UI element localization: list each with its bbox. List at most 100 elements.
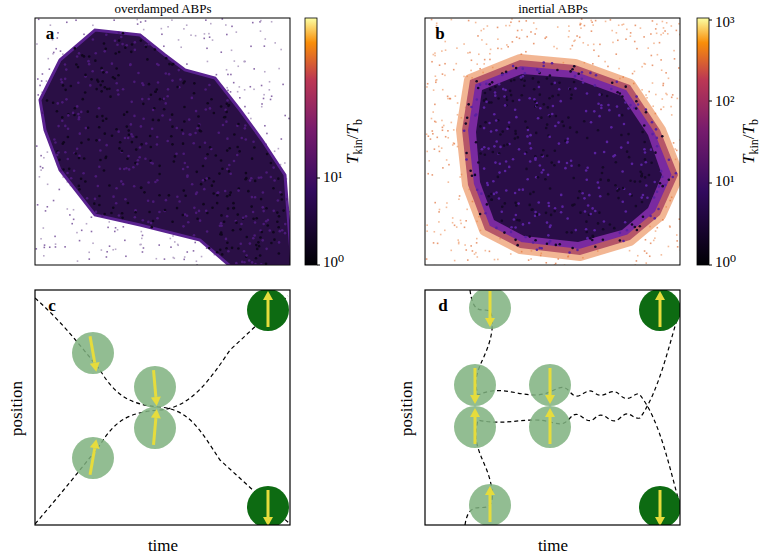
particle <box>198 210 201 213</box>
particle <box>478 53 480 55</box>
particle <box>672 94 674 96</box>
particle <box>257 241 260 244</box>
particle <box>230 74 232 76</box>
symbol: / <box>738 134 757 139</box>
particle <box>426 133 428 135</box>
particle <box>601 172 604 175</box>
particle <box>561 205 564 208</box>
particle <box>244 178 247 181</box>
particle <box>140 187 143 190</box>
particle <box>617 39 619 41</box>
particle <box>172 235 174 237</box>
particle <box>182 189 185 192</box>
particle <box>161 28 163 30</box>
particle <box>466 116 469 119</box>
particle <box>597 222 600 225</box>
particle <box>620 134 623 137</box>
particle <box>104 47 107 50</box>
particle <box>263 98 265 100</box>
particle <box>115 187 118 190</box>
particle <box>266 133 268 135</box>
particle <box>209 146 212 149</box>
particle <box>439 64 441 66</box>
tick-label: 10² <box>715 94 735 109</box>
particle <box>524 152 527 155</box>
particle <box>657 54 659 56</box>
particle <box>188 118 191 121</box>
particle <box>546 77 549 80</box>
particle <box>174 241 176 243</box>
particle <box>434 55 436 57</box>
particle <box>115 248 117 250</box>
particle <box>281 138 283 140</box>
particle <box>578 190 581 193</box>
particle <box>634 71 636 73</box>
particle <box>433 89 435 91</box>
particle <box>512 65 515 68</box>
particle <box>186 214 189 217</box>
particle <box>654 237 656 239</box>
particle <box>126 157 129 160</box>
particle <box>197 124 200 127</box>
particle <box>442 129 444 131</box>
particle <box>610 19 612 21</box>
particle <box>128 168 131 171</box>
particle <box>634 180 637 183</box>
particle <box>514 226 517 229</box>
particle <box>551 113 554 116</box>
particle <box>554 82 557 85</box>
particle <box>479 83 482 86</box>
particle <box>630 35 632 37</box>
particle <box>618 24 620 26</box>
particle <box>614 184 617 187</box>
particle <box>124 46 127 49</box>
particle <box>284 162 286 164</box>
particle <box>477 35 479 37</box>
axis-label: position <box>8 381 25 436</box>
particle <box>528 204 531 207</box>
particle <box>574 229 577 232</box>
particle <box>483 106 486 109</box>
particle <box>494 161 497 164</box>
particle <box>206 212 209 215</box>
particle <box>661 254 663 256</box>
arrow-head <box>545 408 555 417</box>
particle <box>518 189 521 192</box>
particle <box>103 50 106 53</box>
particle <box>253 88 255 90</box>
particle <box>639 225 642 228</box>
particle <box>598 186 601 189</box>
particle <box>674 148 676 150</box>
particle <box>274 150 276 152</box>
particle <box>162 98 165 101</box>
particle <box>188 133 191 136</box>
particle <box>505 160 508 163</box>
particle <box>269 81 271 83</box>
particle <box>489 59 491 61</box>
particle <box>501 220 504 223</box>
particle <box>244 89 246 91</box>
particle <box>164 102 167 105</box>
particle <box>119 168 122 171</box>
particle <box>431 61 433 63</box>
particle <box>81 54 84 57</box>
particle <box>625 38 627 40</box>
particle <box>159 98 162 101</box>
particle <box>228 104 231 107</box>
particle <box>156 217 159 220</box>
particle <box>102 119 105 122</box>
particle <box>278 148 280 150</box>
particle <box>499 133 502 136</box>
particle <box>193 82 196 85</box>
particle <box>621 114 624 117</box>
particle <box>205 19 207 21</box>
particle <box>594 210 597 213</box>
particle <box>518 219 521 222</box>
arrow-head <box>263 291 273 300</box>
particle <box>431 19 433 21</box>
particle <box>237 123 240 126</box>
particle <box>626 150 629 153</box>
particle <box>277 226 280 229</box>
particle <box>452 222 454 224</box>
particle <box>547 202 550 205</box>
